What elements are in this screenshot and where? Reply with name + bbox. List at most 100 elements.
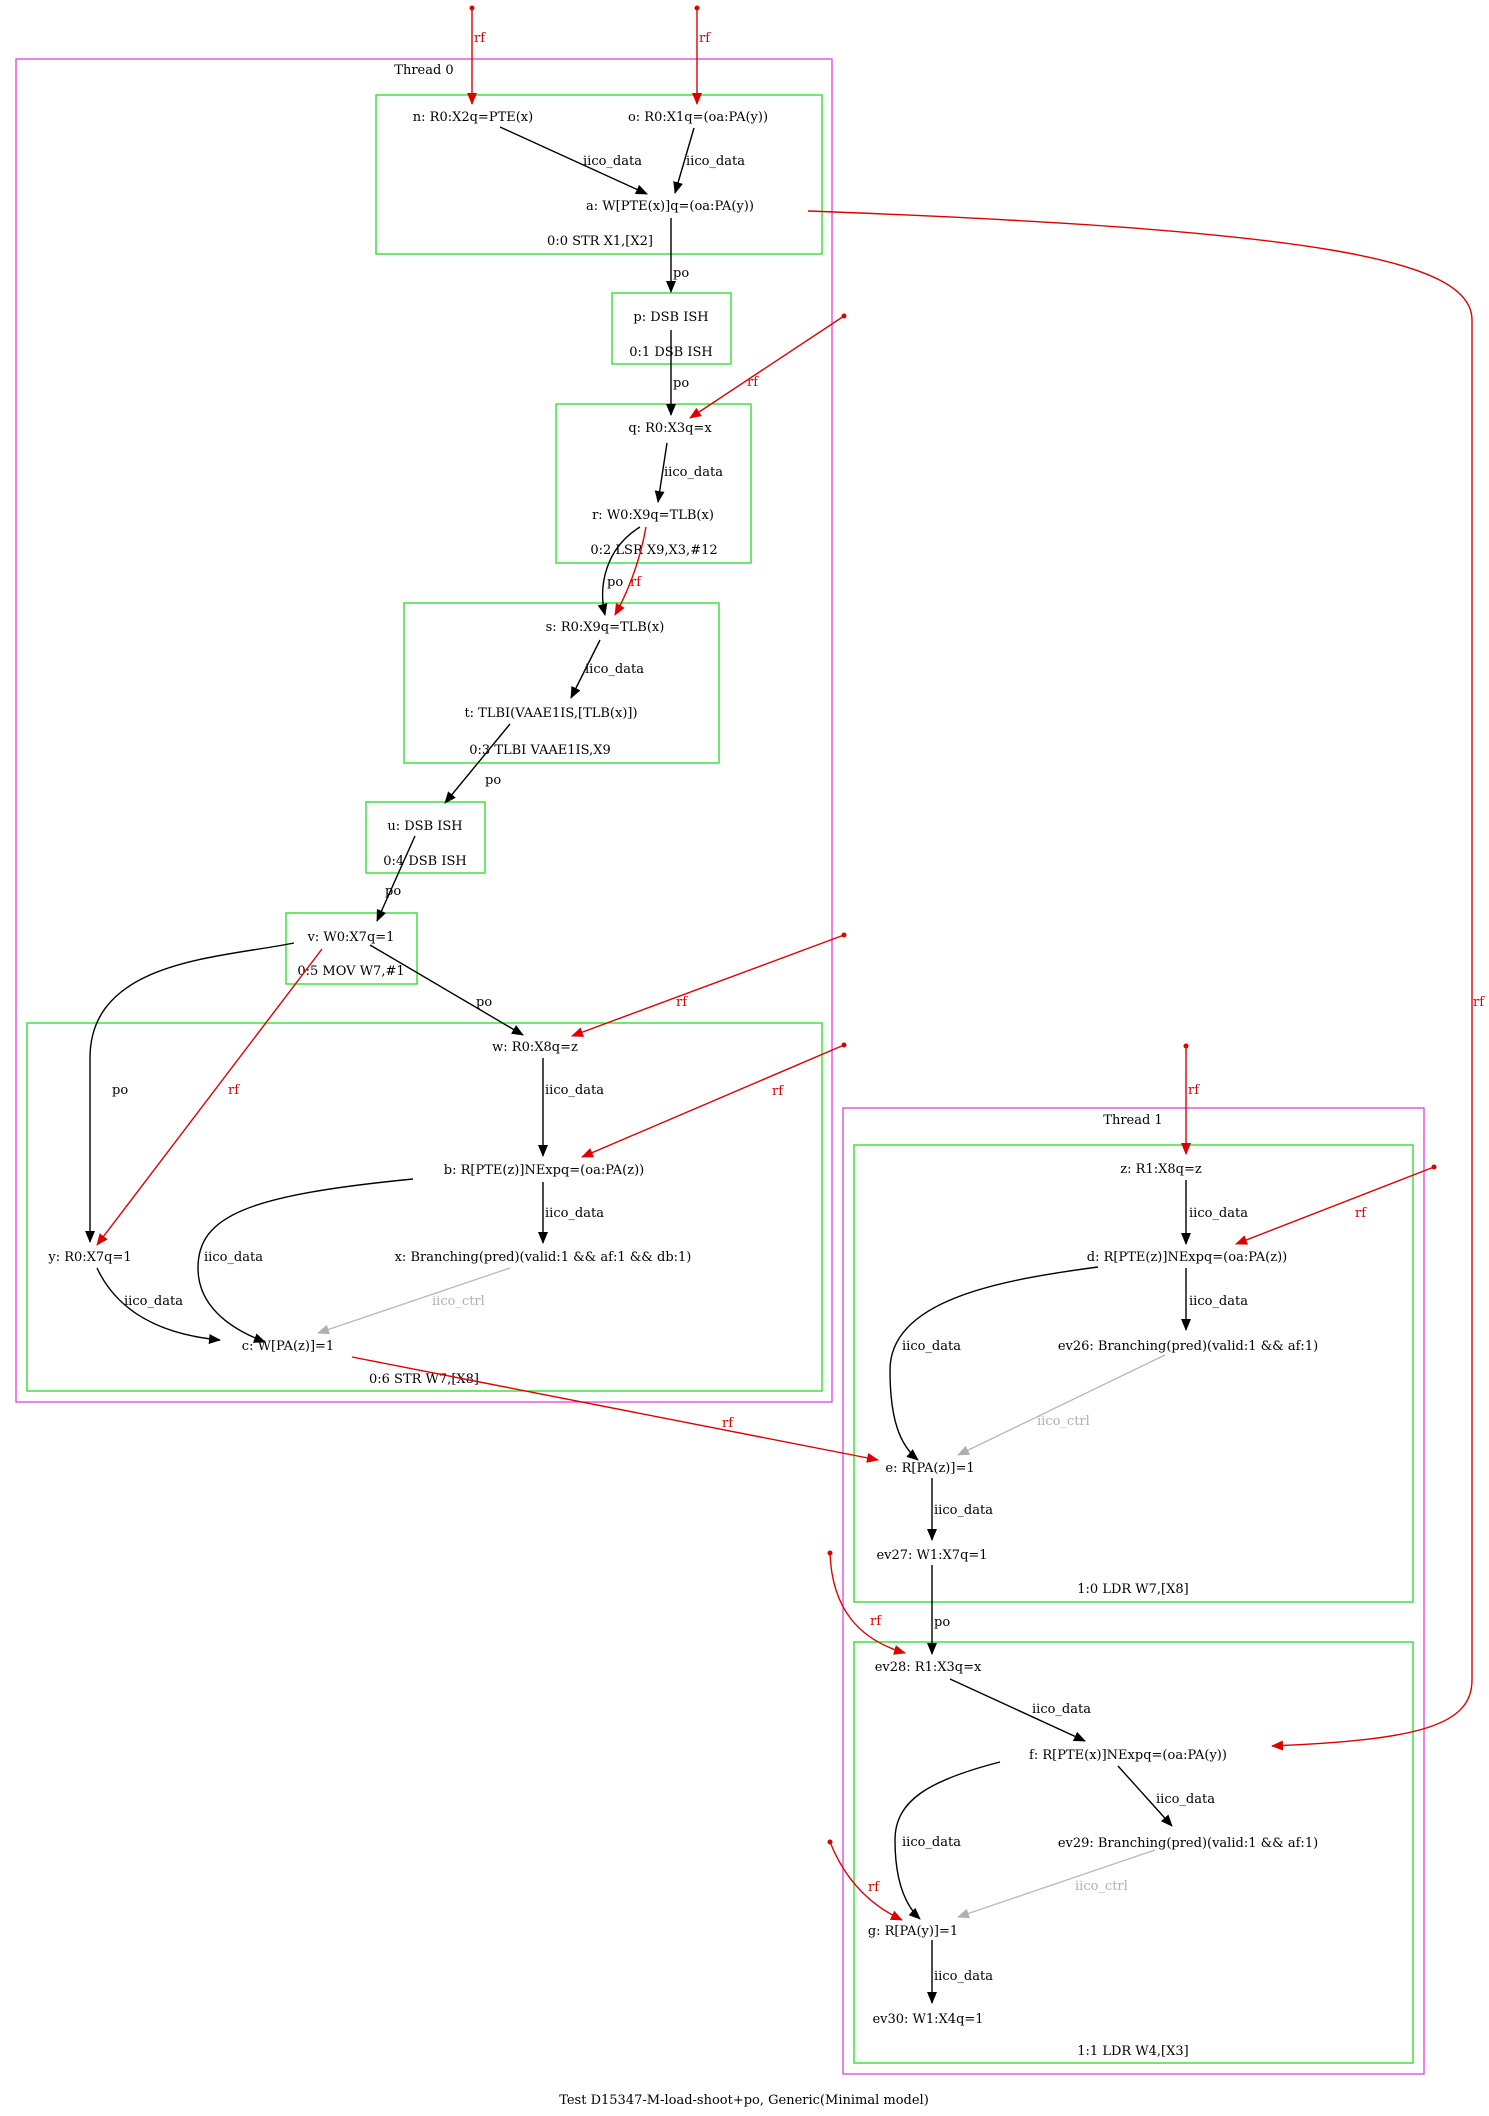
label-ev27-ev28: po <box>934 1615 950 1630</box>
event-c: c: W[PA(z)]=1 <box>242 1339 334 1354</box>
edge-o-a <box>673 127 695 194</box>
event-y: y: R0:X7q=1 <box>47 1250 131 1265</box>
instr-label-0-2: 0:2 LSR X9,X3,#12 <box>590 543 717 558</box>
event-r: r: W0:X9q=TLB(x) <box>592 508 714 523</box>
event-t: t: TLBI(VAAE1IS,[TLB(x)]) <box>464 706 637 721</box>
edge-x-c <box>317 1267 511 1335</box>
label-r-s: po <box>607 575 623 590</box>
event-w: w: R0:X8q=z <box>492 1040 578 1055</box>
edge-d-e <box>889 1266 1099 1461</box>
event-o: o: R0:X1q=(oa:PA(y)) <box>628 110 768 125</box>
label-rf-r-s: rf <box>630 575 642 590</box>
event-s: s: R0:X9q=TLB(x) <box>546 620 665 635</box>
edge-ev28-f <box>949 1678 1086 1742</box>
label-u-v: po <box>385 884 401 899</box>
edge-f-g <box>894 1761 1001 1920</box>
label-rf-o: rf <box>699 31 711 46</box>
label-o-a: iico_data <box>686 154 745 169</box>
label-ev26-e: iico_ctrl <box>1037 1414 1090 1429</box>
label-rf-d: rf <box>1355 1206 1367 1221</box>
label-v-w: po <box>476 995 492 1010</box>
label-s-t: iico_data <box>585 662 644 677</box>
label-v-y: po <box>112 1083 128 1098</box>
label-rf-c-e: rf <box>722 1416 734 1431</box>
instr-label-1-0: 1:0 LDR W7,[X8] <box>1077 1582 1188 1597</box>
event-v: v: W0:X7q=1 <box>307 930 395 945</box>
thread-1-label: Thread 1 <box>1103 1113 1162 1128</box>
edge-ev26-e <box>957 1354 1166 1456</box>
instr-box-0-6 <box>26 1022 823 1392</box>
label-g-ev30: iico_data <box>934 1969 993 1984</box>
instr-box-1-0 <box>853 1144 1414 1603</box>
rf-edge-a-f <box>807 210 1473 1751</box>
label-z-d: iico_data <box>1189 1206 1248 1221</box>
rf-edge-g <box>829 1841 903 1921</box>
edge-r-s <box>597 526 641 616</box>
instr-box-0-3 <box>403 602 720 764</box>
label-rf-g: rf <box>868 1880 880 1895</box>
event-n: n: R0:X2q=PTE(x) <box>413 110 533 125</box>
instr-box-0-5 <box>285 912 418 985</box>
edge-u-v <box>376 835 416 922</box>
event-x: x: Branching(pred)(valid:1 && af:1 && db… <box>395 1250 692 1265</box>
edge-n-a <box>499 126 648 195</box>
label-d-e: iico_data <box>902 1339 961 1354</box>
label-rf-a-f: rf <box>1473 995 1485 1010</box>
edge-v-w <box>369 944 524 1036</box>
event-ev26: ev26: Branching(pred)(valid:1 && af:1) <box>1058 1339 1318 1354</box>
event-d: d: R[PTE(z)]NExpq=(oa:PA(z)) <box>1087 1250 1287 1265</box>
label-t-u: po <box>485 773 501 788</box>
event-f: f: R[PTE(x)]NExpq=(oa:PA(y)) <box>1029 1748 1227 1763</box>
edge-v-y <box>85 942 295 1243</box>
label-b-c: iico_data <box>204 1250 263 1265</box>
label-rf-b: rf <box>772 1084 784 1099</box>
label-x-c: iico_ctrl <box>432 1294 485 1309</box>
label-a-p: po <box>673 266 689 281</box>
rf-edge-b <box>581 1044 845 1158</box>
edge-y-c <box>96 1267 221 1344</box>
rf-edge-d <box>1235 1166 1435 1245</box>
instr-box-1-1 <box>853 1641 1414 2064</box>
edge-t-u <box>444 723 511 804</box>
label-ev28-f: iico_data <box>1032 1702 1091 1717</box>
edge-b-c <box>197 1178 414 1343</box>
instr-label-1-1: 1:1 LDR W4,[X3] <box>1077 2044 1188 2059</box>
label-d-ev26: iico_data <box>1189 1294 1248 1309</box>
rf-edge-r-s <box>614 526 647 616</box>
label-rf-n: rf <box>474 31 486 46</box>
instr-label-0-0: 0:0 STR X1,[X2] <box>547 234 653 249</box>
event-ev30: ev30: W1:X4q=1 <box>872 2012 983 2027</box>
label-w-b: iico_data <box>545 1083 604 1098</box>
instr-box-0-2 <box>555 403 752 564</box>
instr-box-0-4 <box>365 801 486 874</box>
event-q: q: R0:X3q=x <box>628 421 712 436</box>
label-f-ev29: iico_data <box>1156 1792 1215 1807</box>
label-b-x: iico_data <box>545 1206 604 1221</box>
event-ev27: ev27: W1:X7q=1 <box>876 1548 987 1563</box>
event-u: u: DSB ISH <box>387 819 462 834</box>
edge-s-t <box>570 639 601 699</box>
edge-ev29-g <box>957 1849 1156 1919</box>
label-rf-ev28: rf <box>870 1614 882 1629</box>
graph-caption: Test D15347-M-load-shoot+po, Generic(Min… <box>559 2093 929 2108</box>
label-e-ev27: iico_data <box>934 1503 993 1518</box>
label-f-g: iico_data <box>902 1835 961 1850</box>
event-g: g: R[PA(y)]=1 <box>868 1924 958 1939</box>
edge-f-ev29 <box>1117 1765 1173 1827</box>
thread-0-cluster <box>15 58 833 1403</box>
rf-edge-w <box>571 934 845 1037</box>
event-ev29: ev29: Branching(pred)(valid:1 && af:1) <box>1058 1836 1318 1851</box>
label-q-r: iico_data <box>664 465 723 480</box>
instr-label-0-3: 0:3 TLBI VAAE1IS,X9 <box>469 743 610 758</box>
label-rf-q: rf <box>747 375 759 390</box>
label-ev29-g: iico_ctrl <box>1075 1879 1128 1894</box>
label-n-a: iico_data <box>583 154 642 169</box>
event-p: p: DSB ISH <box>633 310 708 325</box>
label-y-c: iico_data <box>124 1294 183 1309</box>
rf-edge-ev28 <box>829 1552 906 1655</box>
rf-edge-q <box>689 315 845 419</box>
label-rf-v-y: rf <box>228 1083 240 1098</box>
instr-box-0-0 <box>375 94 823 255</box>
rf-edge-v-y <box>96 948 323 1246</box>
